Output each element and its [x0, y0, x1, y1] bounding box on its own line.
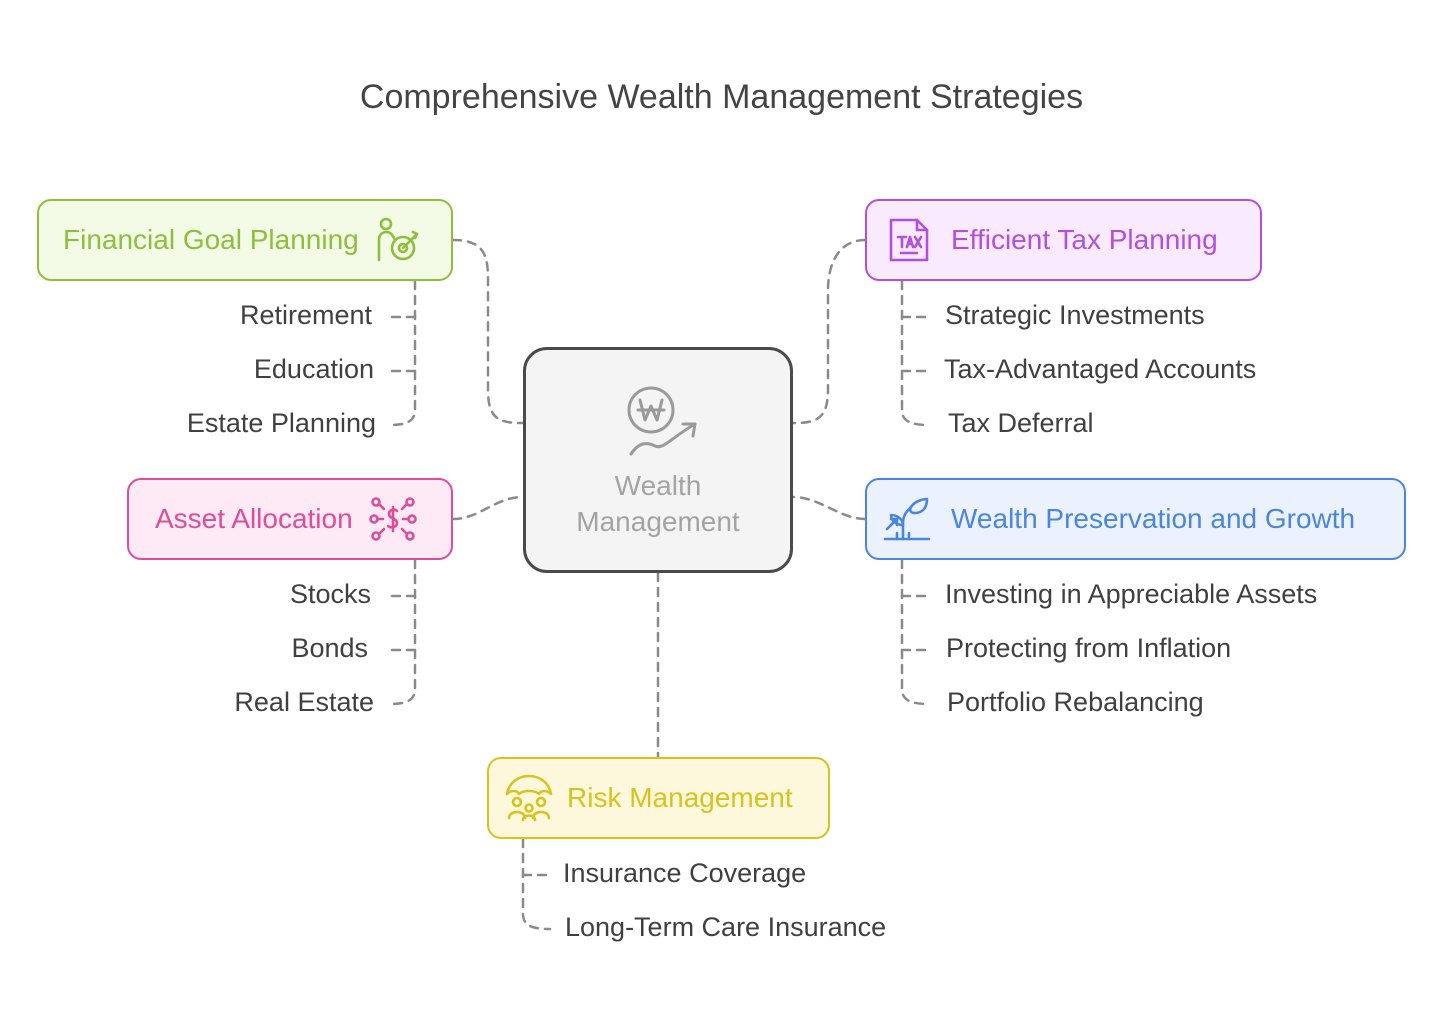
connector-tax-planning	[791, 238, 867, 425]
connector-asset-allocation	[451, 495, 525, 521]
wealth-preservation-item: Investing in Appreciable Assets	[945, 579, 1318, 609]
wealth-preservation-label: Wealth Preservation and Growth	[951, 503, 1356, 534]
wealth-preservation-item: Portfolio Rebalancing	[947, 687, 1204, 717]
tax-planning-label: Efficient Tax Planning	[951, 224, 1218, 255]
connector-financial-goal	[451, 238, 525, 425]
node-risk-management: Risk Management	[487, 757, 830, 839]
asset-allocation-item: Bonds	[291, 633, 368, 663]
risk-management-item: Insurance Coverage	[563, 858, 807, 888]
person-target-icon	[373, 216, 421, 264]
growing-plant-icon	[883, 495, 931, 543]
center-label-line2: Management	[576, 506, 740, 537]
financial-goal-label: Financial Goal Planning	[63, 224, 359, 255]
node-efficient-tax-planning: Efficient Tax Planning	[865, 199, 1262, 281]
node-wealth-preservation-growth: Wealth Preservation and Growth	[865, 478, 1406, 560]
tax-planning-item: Tax-Advantaged Accounts	[944, 354, 1257, 384]
node-asset-allocation: Asset Allocation	[127, 478, 453, 560]
asset-allocation-label: Asset Allocation	[155, 503, 353, 534]
diagram-title: Comprehensive Wealth Management Strategi…	[359, 78, 1084, 116]
risk-management-item: Long-Term Care Insurance	[565, 912, 887, 942]
connector-wealth-preservation	[791, 495, 867, 521]
center-label: Wealth Management	[526, 468, 790, 540]
dollar-network-icon	[368, 495, 417, 543]
financial-goal-item: Education	[253, 354, 374, 384]
center-label-line1: Wealth	[614, 470, 702, 501]
asset-allocation-item: Real Estate	[234, 687, 374, 717]
risk-management-label: Risk Management	[567, 782, 793, 813]
tax-document-icon	[887, 216, 931, 264]
center-node: Wealth Management	[523, 347, 793, 573]
node-financial-goal-planning: Financial Goal Planning	[37, 199, 453, 281]
tax-planning-item: Tax Deferral	[948, 408, 1094, 438]
wealth-preservation-item: Protecting from Inflation	[946, 633, 1232, 663]
tax-planning-item: Strategic Investments	[945, 300, 1205, 330]
financial-goal-item: Estate Planning	[186, 408, 376, 438]
financial-goal-item: Retirement	[239, 300, 372, 330]
umbrella-family-icon	[505, 774, 553, 822]
won-growth-icon	[621, 382, 701, 467]
asset-allocation-item: Stocks	[289, 579, 371, 609]
